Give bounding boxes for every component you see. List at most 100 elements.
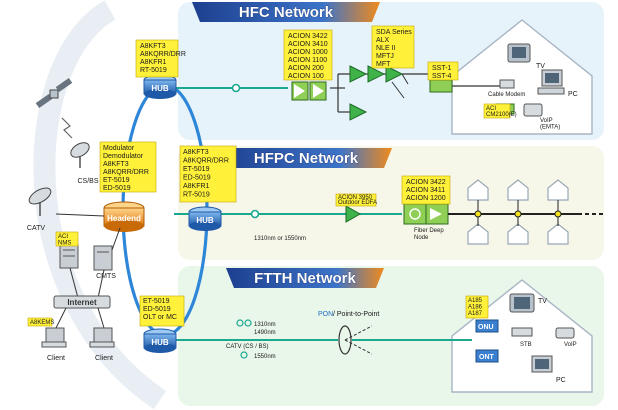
- node-glyph: [430, 208, 442, 220]
- aci-cm-box: [483, 103, 511, 119]
- label-line: MFTJ: [376, 53, 394, 60]
- headend-box: [99, 141, 157, 193]
- hub-top[interactable]: HUB: [143, 74, 177, 99]
- onu-box: [475, 319, 499, 333]
- label-line: MFT: [376, 61, 391, 68]
- node-glyph: [409, 208, 421, 220]
- pc-screen: [535, 359, 549, 369]
- hfpc-band: [178, 146, 604, 260]
- label-line: A8KFT3: [140, 43, 166, 50]
- internet-bar: [53, 295, 111, 309]
- label-line: CM2100(E): [486, 112, 517, 118]
- catv-label: CATV: [27, 225, 45, 232]
- amplifier-icon: [367, 65, 386, 83]
- label-line: A187: [468, 311, 483, 317]
- hub-mid[interactable]: HUB: [188, 206, 222, 231]
- client-label-2: Client: [95, 355, 113, 362]
- satellite-icon: [35, 77, 73, 109]
- label-line: Modulator: [103, 145, 135, 152]
- ftth-title-banner: FTTH Network: [226, 268, 384, 288]
- link-catv: [55, 213, 105, 217]
- label-line: VoIP: [540, 118, 553, 124]
- pon-label: PON: [318, 311, 333, 318]
- label-line: ACION 3422: [288, 33, 328, 40]
- label-line: A8KQRR/DRR: [183, 158, 229, 165]
- label-line: NLE II: [376, 45, 396, 52]
- fiber-connector: [250, 209, 260, 219]
- amp-glyph: [313, 84, 324, 98]
- fiber-node-box: [401, 175, 451, 205]
- ftth-a-box: [465, 295, 489, 319]
- wavelength-1310: 1310nm: [254, 322, 276, 328]
- label-line: ET-5019: [143, 298, 170, 305]
- label-line: ACION 3410: [288, 41, 328, 48]
- client-pc-icon: [89, 327, 115, 348]
- amplifier-icon: [349, 65, 368, 83]
- label-line: (EMTA): [540, 125, 560, 131]
- hub-top-label: HUB: [151, 84, 169, 93]
- label-line: ED-5019: [183, 175, 211, 182]
- nms-server-icon: [59, 243, 79, 269]
- label-line: ACION 1000: [288, 49, 328, 56]
- sst-box: [427, 61, 459, 81]
- hub-top-box: [135, 39, 179, 78]
- amp-glyph: [294, 84, 305, 98]
- hub-bottom-box: [139, 295, 185, 327]
- hub-bottom[interactable]: HUB: [143, 328, 177, 353]
- label-line: ACION 1200: [406, 195, 446, 202]
- headend[interactable]: Headend: [103, 201, 145, 232]
- label-line: ED-5019: [103, 185, 131, 192]
- onu-label: ONU: [478, 324, 494, 331]
- internet-label: Internet: [67, 298, 97, 307]
- label-line: ACION 3422: [406, 179, 446, 186]
- label-line: OLT or MC: [143, 314, 177, 321]
- link-client1: [55, 307, 67, 329]
- label-line: ACION 100: [288, 73, 324, 80]
- aci-nms-box: [55, 231, 79, 247]
- headend-models: ModulatorDemodulatorA8KFT3A8KQRR/DRRET-5…: [103, 145, 149, 192]
- label-line: A8KFR1: [183, 183, 210, 190]
- label-line: A8KQRR/DRR: [103, 169, 149, 176]
- hub-mid-label: HUB: [196, 216, 214, 225]
- label-line: ACI: [58, 234, 68, 240]
- link-nms: [69, 267, 79, 299]
- label-line: ALX: [376, 37, 390, 44]
- hub-mid-box: [179, 145, 237, 203]
- voip-phone-icon: [555, 327, 575, 339]
- label-line: ED-5019: [143, 306, 171, 313]
- stb-label: STB: [520, 342, 532, 348]
- edfa-icon: [345, 205, 362, 223]
- stb-icon: [511, 327, 533, 337]
- pc-keyboard: [537, 87, 565, 95]
- ftth-pc-label: PC: [556, 377, 566, 384]
- label-line: A8KFR1: [140, 59, 167, 66]
- edfa-box: [335, 193, 377, 207]
- label-line: ACION 3950: [338, 195, 373, 201]
- pon-splitter: [338, 325, 373, 355]
- link-cmts: [97, 269, 105, 299]
- ftth-tv-label: TV: [538, 298, 547, 305]
- ont-box: [475, 349, 499, 363]
- label-line: SST-1: [432, 65, 452, 72]
- hfpc-title: HFPC Network: [254, 150, 359, 167]
- link-client2: [97, 307, 105, 329]
- pc-label: PC: [568, 91, 578, 98]
- headend-label: Headend: [107, 214, 141, 223]
- label-line: Demodulator: [103, 153, 144, 160]
- cable-modem-label: Cable Modem: [488, 92, 525, 98]
- catv-dish-icon: [28, 187, 52, 216]
- tv-label: TV: [536, 63, 545, 70]
- fiber-connector: [231, 83, 241, 93]
- cmts-label: CMTS: [96, 273, 116, 280]
- a8kems-label: A8KEMS: [30, 320, 54, 326]
- label-line: A8KQRR/DRR: [140, 51, 186, 58]
- label-line: A8KFT3: [183, 149, 209, 156]
